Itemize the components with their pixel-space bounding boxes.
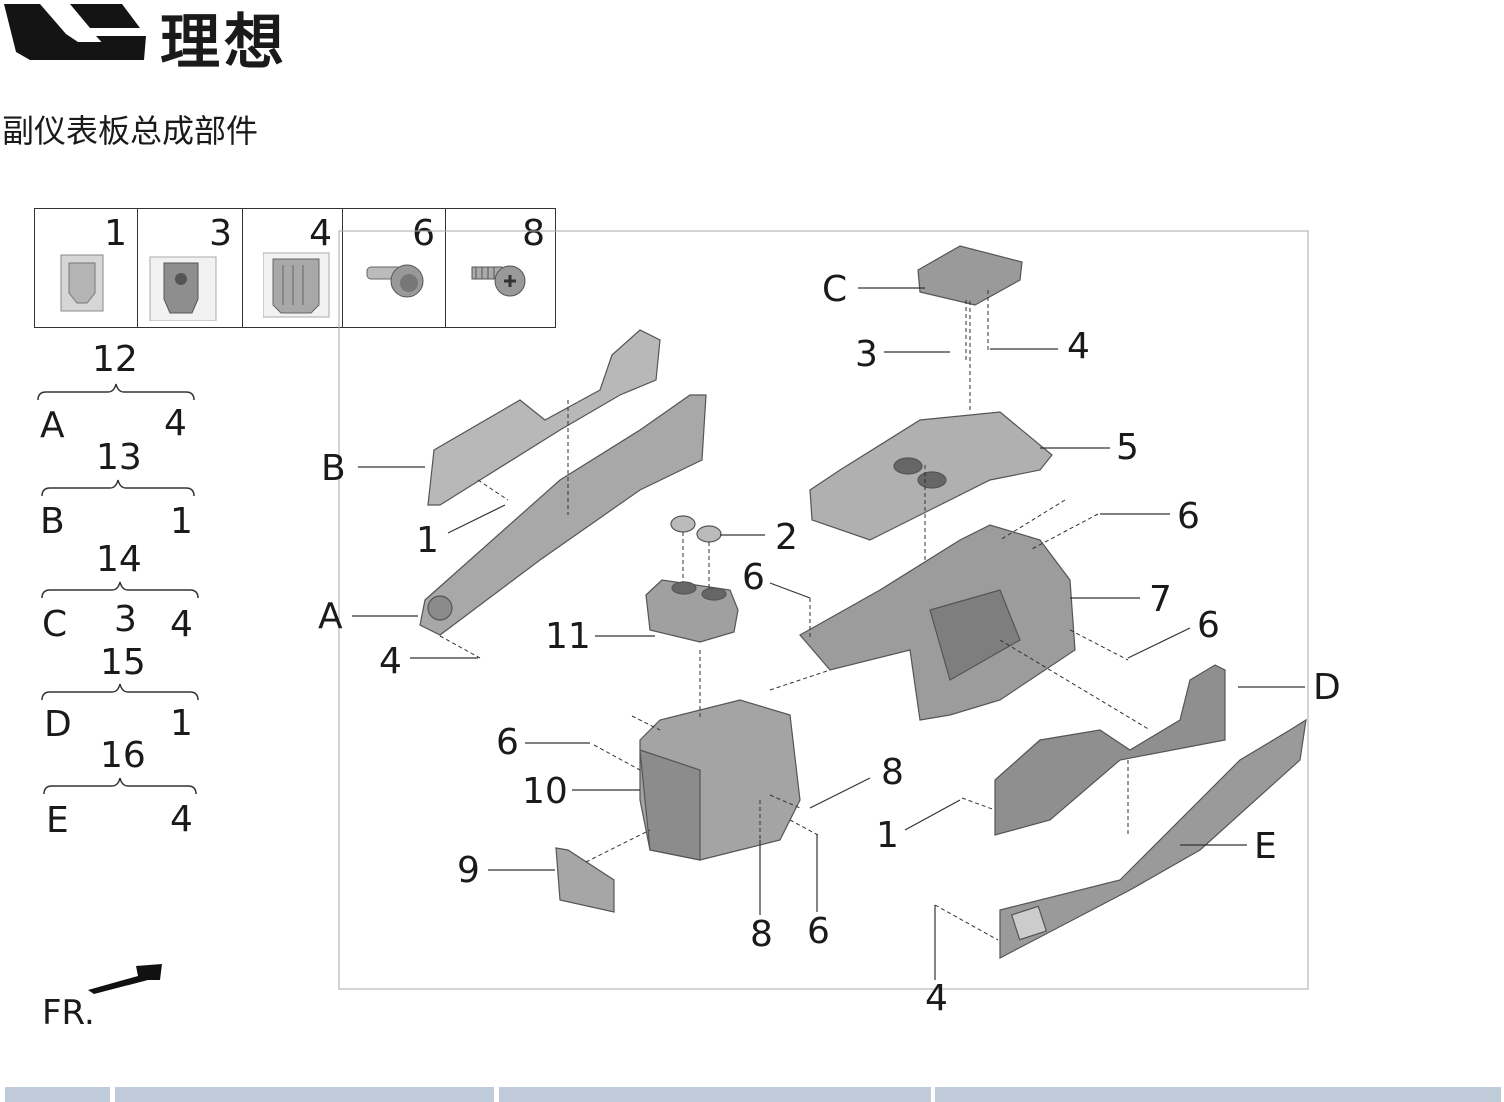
part-d-trim [994,664,1226,836]
callout-label: C [822,269,848,310]
callout-label: 6 [496,722,519,763]
diagram-frame [338,230,1309,990]
footer-cell [499,1087,931,1102]
callout-label: 1 [876,815,899,856]
fastener-cell: 4 [243,209,343,327]
fastener-number: 6 [412,213,435,254]
part-c-tray [917,245,1023,306]
fastener-number: 1 [104,213,127,254]
footer-cell [935,1087,1501,1102]
kit-number: 15 [100,642,146,683]
fastener-number: 3 [209,213,232,254]
kit-part: 1 [170,501,193,542]
callout-label: 3 [855,334,878,375]
kit-number: 14 [96,539,142,580]
fastener-cell: 6 [343,209,446,327]
callout-label: 8 [881,752,904,793]
footer-cell [115,1087,494,1102]
fastener-cell: 3 [138,209,243,327]
kit-part: 3 [114,599,137,640]
kit-part: 4 [164,403,187,444]
direction-label: FR. [42,993,95,1033]
kit-part: 4 [170,604,193,645]
kit-number: 16 [100,735,146,776]
callout-label: 4 [1067,326,1090,367]
part-2-cap [670,515,696,533]
kit-part: B [40,501,65,542]
callout-label: 9 [457,850,480,891]
kit-part: 1 [170,703,193,744]
kit-number: 12 [92,339,138,380]
callout-label: 4 [379,641,402,682]
callout-label: 6 [1177,496,1200,537]
callout-label: 11 [545,616,591,657]
fastener-cell: 1 [35,209,138,327]
callout-label: 5 [1116,427,1139,468]
fastener-number: 4 [309,213,332,254]
kit-number: 13 [96,437,142,478]
callout-label: B [321,448,346,489]
li-auto-logo [4,4,146,60]
kit-part: E [46,800,69,841]
fastener-table: 1 3 4 6 8 [34,208,556,328]
callout-label: 8 [750,914,773,955]
spring-clip-icon [263,252,330,318]
brand-name: 理想 [160,8,288,78]
callout-label: 2 [775,517,798,558]
callout-label: 6 [1197,605,1220,646]
bolt-icon [366,264,424,298]
callout-label: 6 [807,911,830,952]
callout-label: 10 [522,771,568,812]
part-9-cover [555,847,615,913]
callout-label: E [1254,826,1277,867]
front-arrow-icon [88,964,162,994]
footer-cell [5,1087,110,1102]
fastener-number: 8 [522,213,545,254]
kit-part: A [40,405,65,446]
part-b-trim [427,329,661,506]
screw-icon [471,265,526,297]
footer-bar [0,1087,1504,1102]
fastener-cell: 8 [446,209,555,327]
callout-label: 6 [742,557,765,598]
callout-label: 7 [1149,579,1172,620]
kit-part: 4 [170,799,193,840]
clip-nut-icon [149,256,217,321]
part-e-trim [999,718,1307,959]
callout-label: A [318,596,343,637]
kit-part: D [44,704,72,745]
callout-label: D [1313,667,1341,708]
clip-icon [60,254,104,312]
part-a-trim [419,394,707,636]
page-title: 副仪表板总成部件 [2,112,259,150]
kit-braces [37,383,199,795]
kit-part: C [42,604,68,645]
callout-label: 4 [925,978,948,1019]
callout-label: 1 [416,520,439,561]
